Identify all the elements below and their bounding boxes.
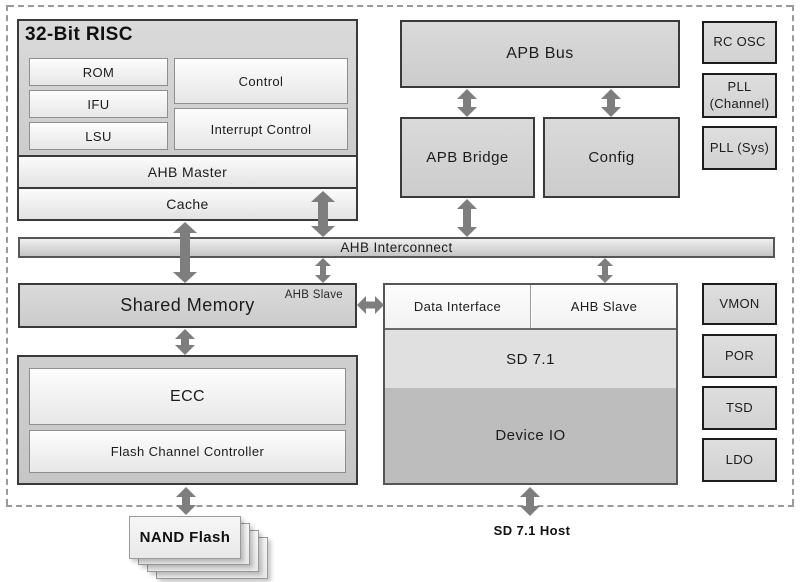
rc-osc-block: RC OSC bbox=[702, 21, 777, 64]
ecc-block: ECC bbox=[29, 368, 346, 425]
nand-flash-block: NAND Flash bbox=[129, 516, 241, 559]
lsu-block: LSU bbox=[29, 122, 168, 150]
control-block: Control bbox=[174, 58, 348, 104]
sd-core-section: SD 7.1 bbox=[385, 328, 676, 388]
ahb-slave-tag: AHB Slave bbox=[284, 289, 343, 301]
por-block: POR bbox=[702, 334, 777, 378]
ifu-block: IFU bbox=[29, 90, 168, 118]
rom-block: ROM bbox=[29, 58, 168, 86]
tsd-block: TSD bbox=[702, 386, 777, 430]
arrow-sharedmemory-datainterface bbox=[357, 296, 384, 314]
arrow-ahbmaster-interconnect bbox=[311, 191, 335, 237]
flash-channel-controller-block: Flash Channel Controller bbox=[29, 430, 346, 473]
sd-block: Data Interface AHB Slave SD 7.1 Device I… bbox=[383, 283, 678, 485]
arrow-apbbridge-interconnect bbox=[457, 199, 477, 237]
flash-controller-container: ECC Flash Channel Controller bbox=[17, 355, 358, 485]
ahb-interconnect-bar: AHB Interconnect bbox=[18, 237, 775, 258]
shared-memory-block: Shared Memory AHB Slave bbox=[18, 283, 357, 328]
apb-bus-block: APB Bus bbox=[400, 20, 680, 88]
vmon-block: VMON bbox=[702, 283, 777, 325]
arrow-apbbus-apbbridge bbox=[457, 89, 477, 117]
sd-host-label: SD 7.1 Host bbox=[493, 522, 571, 538]
cache-block: Cache bbox=[17, 187, 358, 221]
chip-boundary-left bbox=[6, 5, 8, 505]
arrow-interconnect-sharedmemory-slave bbox=[315, 258, 331, 283]
risc-container: 32-Bit RISC ROM IFU LSU Control Interrup… bbox=[17, 19, 358, 157]
ahb-master-block: AHB Master bbox=[17, 155, 358, 189]
interrupt-control-block: Interrupt Control bbox=[174, 108, 348, 150]
config-block: Config bbox=[543, 117, 680, 198]
data-interface-cell: Data Interface bbox=[385, 285, 531, 328]
device-io-section: Device IO bbox=[385, 388, 676, 483]
arrow-interconnect-sd-slave bbox=[597, 258, 613, 283]
shared-memory-label: Shared Memory bbox=[120, 295, 255, 315]
ldo-block: LDO bbox=[702, 438, 777, 482]
arrow-sharedmemory-ecc bbox=[175, 329, 195, 355]
apb-bridge-block: APB Bridge bbox=[400, 117, 535, 198]
chip-boundary-bottom bbox=[6, 505, 794, 507]
risc-title: 32-Bit RISC bbox=[25, 24, 133, 45]
pll-sys-block: PLL (Sys) bbox=[702, 126, 777, 170]
arrow-apbbus-config bbox=[601, 89, 621, 117]
arrow-cache-sharedmemory bbox=[173, 222, 197, 283]
arrow-flashcontroller-nand bbox=[176, 487, 196, 515]
chip-boundary-top bbox=[8, 5, 792, 7]
sd-ahb-slave-cell: AHB Slave bbox=[532, 285, 676, 328]
arrow-deviceio-sdhost bbox=[520, 487, 540, 516]
pll-channel-block: PLL (Channel) bbox=[702, 73, 777, 118]
chip-boundary-right bbox=[792, 5, 794, 505]
